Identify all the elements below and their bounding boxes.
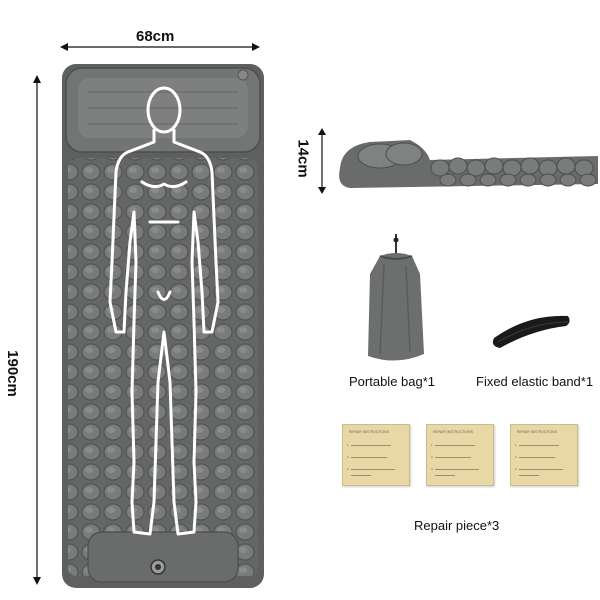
- sleeping-pad-image: [62, 64, 264, 588]
- repair-piece-1: REPAIR INSTRUCTIONS 1 2 3: [342, 424, 410, 486]
- thickness-dimension: 14cm: [295, 128, 340, 198]
- step-number: 1: [431, 443, 433, 447]
- step-number: 3: [515, 467, 517, 471]
- step-number: 3: [431, 467, 433, 471]
- elastic-band-label: Fixed elastic band*1: [476, 374, 594, 389]
- length-label: 190cm: [3, 350, 21, 397]
- step-number: 1: [515, 443, 517, 447]
- step-number: 2: [431, 455, 433, 459]
- repair-sheet-title: REPAIR INSTRUCTIONS: [517, 430, 557, 434]
- width-label: 68cm: [136, 28, 175, 45]
- thickness-arrow-icon: [318, 128, 326, 194]
- repair-sheet-title: REPAIR INSTRUCTIONS: [433, 430, 473, 434]
- repair-piece-2: REPAIR INSTRUCTIONS 1 2 3: [426, 424, 494, 486]
- repair-piece-3: REPAIR INSTRUCTIONS 1 2 3: [510, 424, 578, 486]
- step-number: 1: [347, 443, 349, 447]
- repair-sheet-title: REPAIR INSTRUCTIONS: [349, 430, 389, 434]
- length-arrow-icon: [33, 75, 41, 585]
- elastic-band-image: [492, 315, 570, 348]
- portable-bag-image: [368, 234, 424, 361]
- step-number: 3: [347, 467, 349, 471]
- length-dimension: 190cm: [0, 75, 50, 585]
- step-number: 2: [515, 455, 517, 459]
- pad-side-view-image: [339, 140, 598, 188]
- width-dimension: 68cm: [60, 28, 260, 58]
- portable-bag-label: Portable bag*1: [349, 374, 436, 389]
- step-number: 2: [347, 455, 349, 459]
- repair-piece-label: Repair piece*3: [414, 518, 500, 533]
- width-arrow-icon: [60, 43, 260, 51]
- thickness-label: 14cm: [294, 139, 312, 178]
